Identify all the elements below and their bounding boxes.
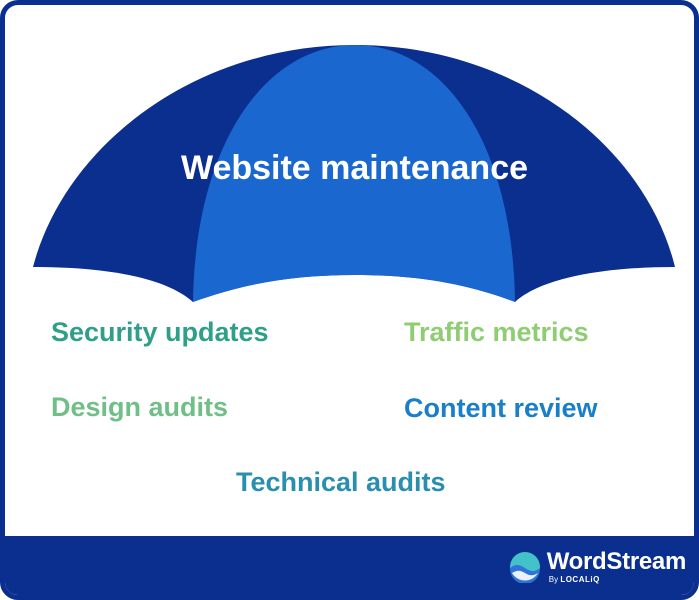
item-technical-audits: Technical audits <box>236 467 446 497</box>
brand-sub: By LOCALiQ <box>547 576 686 584</box>
umbrella-graphic <box>33 45 675 302</box>
item-traffic-metrics: Traffic metrics <box>404 317 589 347</box>
wordstream-logo-icon <box>509 552 540 583</box>
item-design-audits: Design audits <box>51 392 229 422</box>
brand-by: By <box>548 575 559 584</box>
brand-partner: LOCALiQ <box>560 575 600 584</box>
diagram-title: Website maintenance <box>180 149 529 187</box>
item-content-review: Content review <box>404 393 598 423</box>
umbrella-center-panel <box>193 45 515 302</box>
brand-name: WordStream <box>546 548 687 575</box>
footer-bar: WordStream By LOCALiQ <box>5 536 694 595</box>
brand-logo: WordStream By LOCALiQ <box>509 550 686 584</box>
item-security-updates: Security updates <box>51 317 269 347</box>
